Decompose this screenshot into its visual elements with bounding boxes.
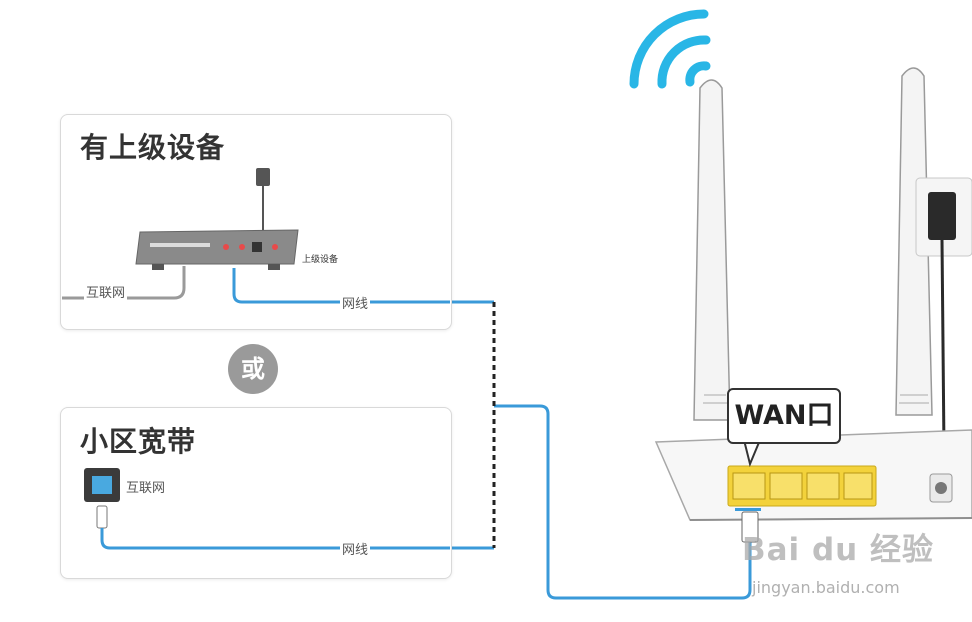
watermark-url: jingyan.baidu.com [752, 578, 900, 597]
router-body [654, 429, 972, 521]
upstream-device-title: 有上级设备 [80, 131, 226, 164]
power-adapter-icon [915, 177, 972, 470]
wan-port-callout: WAN口 [727, 388, 841, 444]
or-badge: 或 [228, 344, 278, 394]
router-antenna-left [693, 79, 731, 421]
broadband-title: 小区宽带 [80, 425, 197, 458]
wan-cable-plug-icon [741, 511, 759, 543]
wifi-signal-icon [629, 9, 711, 89]
watermark-brand: Bai du 经验 [742, 532, 935, 568]
cable-label-upper-top: 网线 [340, 293, 371, 312]
internet-label-broadband-top: 互联网 [124, 477, 168, 496]
cable-label-broadband-top: 网线 [340, 539, 371, 558]
internet-label-upper-top: 互联网 [84, 282, 128, 301]
upstream-device-label: 上级设备 [302, 255, 339, 265]
router-antenna-right [895, 67, 933, 416]
upstream-device-label-top: 上级设备 [302, 255, 339, 265]
